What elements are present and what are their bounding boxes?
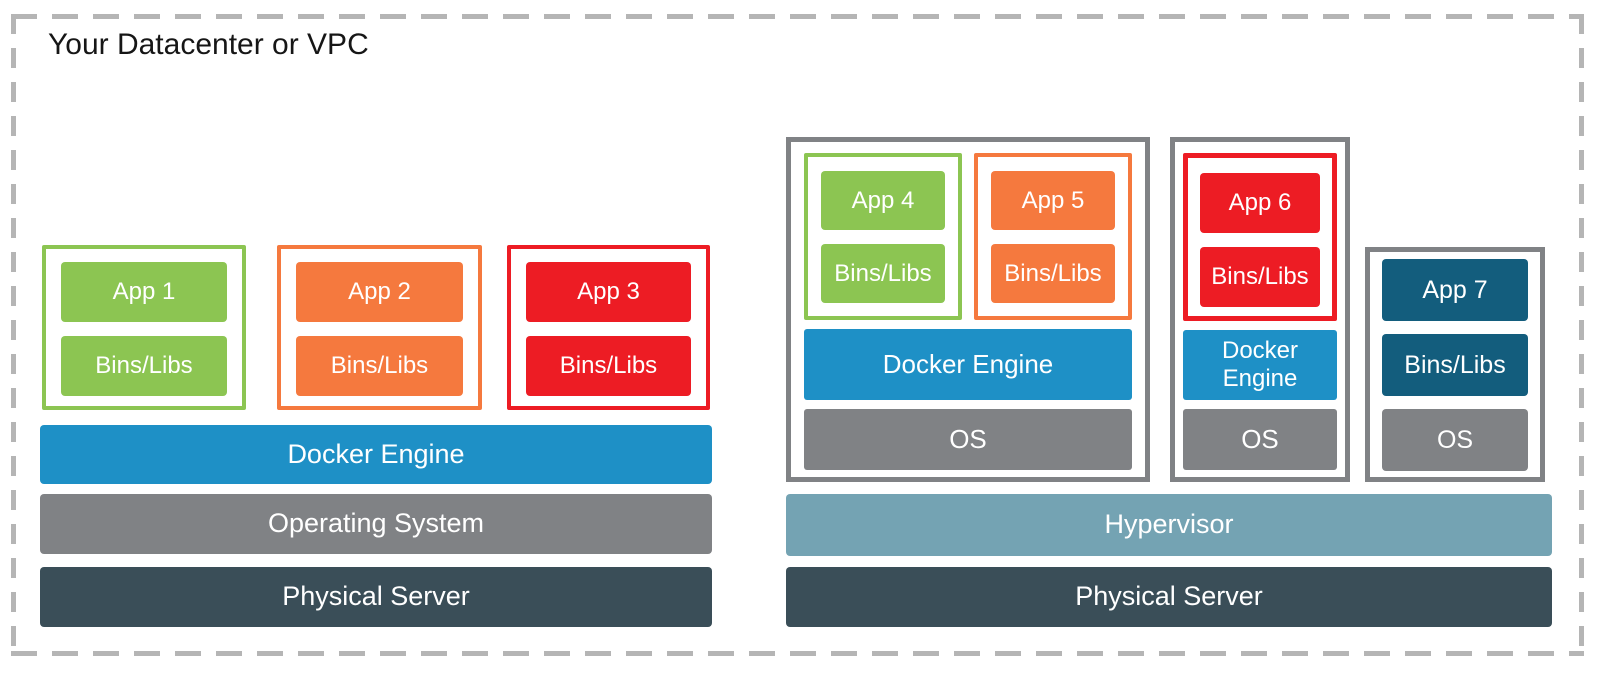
- app6-binslibs-box: Bins/Libs: [1200, 247, 1320, 307]
- app5-binslibs-box: Bins/Libs: [991, 244, 1115, 303]
- container-app3: App 3 Bins/Libs: [507, 245, 710, 410]
- app2-box: App 2: [296, 262, 463, 322]
- left-docker-engine-bar: Docker Engine: [40, 425, 712, 484]
- app4-box: App 4: [821, 171, 945, 230]
- boundary-edge-top: [11, 14, 1584, 19]
- app1-box: App 1: [61, 262, 227, 322]
- app6-box: App 6: [1200, 173, 1320, 233]
- vm1-docker-engine-bar: Docker Engine: [804, 329, 1132, 400]
- vm3-os-bar: OS: [1382, 409, 1528, 471]
- vm1-frame: App 4 Bins/Libs App 5 Bins/Libs Docker E…: [786, 137, 1150, 482]
- boundary-edge-right: [1579, 14, 1584, 656]
- boundary-edge-bottom: [11, 651, 1584, 656]
- app5-box: App 5: [991, 171, 1115, 230]
- vm2-frame: App 6 Bins/Libs Docker Engine OS: [1170, 137, 1350, 482]
- diagram-title: Your Datacenter or VPC: [48, 28, 369, 61]
- app1-binslibs-box: Bins/Libs: [61, 336, 227, 396]
- hypervisor-bar: Hypervisor: [786, 494, 1552, 556]
- vm2-docker-engine-bar: Docker Engine: [1183, 330, 1337, 400]
- left-operating-system-bar: Operating System: [40, 494, 712, 554]
- app2-binslibs-box: Bins/Libs: [296, 336, 463, 396]
- container-app6: App 6 Bins/Libs: [1183, 153, 1337, 321]
- container-app4: App 4 Bins/Libs: [804, 153, 962, 320]
- vm1-containers-row: App 4 Bins/Libs App 5 Bins/Libs: [804, 153, 1132, 320]
- left-physical-server-bar: Physical Server: [40, 567, 712, 627]
- vm3-frame: App 7 Bins/Libs OS: [1365, 247, 1545, 482]
- app7-binslibs-box: Bins/Libs: [1382, 334, 1528, 396]
- app3-box: App 3: [526, 262, 691, 322]
- container-app2: App 2 Bins/Libs: [277, 245, 482, 410]
- vm1-os-bar: OS: [804, 409, 1132, 470]
- boundary-edge-left: [11, 14, 16, 656]
- app3-binslibs-box: Bins/Libs: [526, 336, 691, 396]
- app4-binslibs-box: Bins/Libs: [821, 244, 945, 303]
- container-app1: App 1 Bins/Libs: [42, 245, 246, 410]
- right-physical-server-bar: Physical Server: [786, 567, 1552, 627]
- vm2-os-bar: OS: [1183, 409, 1337, 470]
- container-app5: App 5 Bins/Libs: [974, 153, 1132, 320]
- app7-box: App 7: [1382, 259, 1528, 321]
- vm2-containers-row: App 6 Bins/Libs: [1183, 153, 1337, 321]
